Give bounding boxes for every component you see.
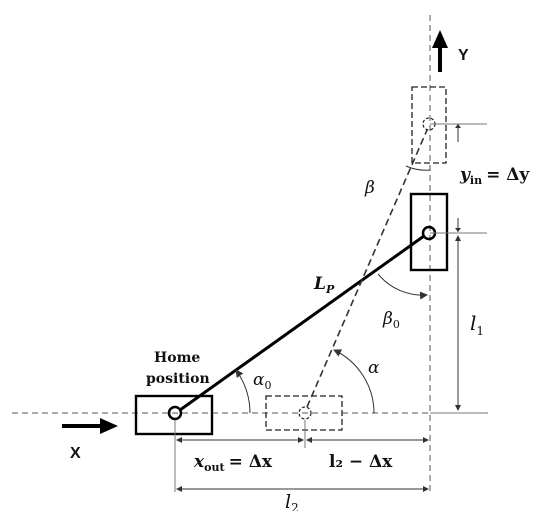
beta0-arc [377,273,428,300]
l1-label: l1 [470,311,484,338]
home-position-label-line1: Home [154,350,200,366]
home-position-label-line2: position [146,371,210,387]
link-lp-solid [179,234,425,412]
beta0-label: β0 [382,309,400,331]
joint-displaced [298,406,312,420]
x-out-label: xout= Δx [193,452,273,474]
link-length-label: LP [313,274,335,296]
x-axis-label: X [70,445,81,462]
x-direction-arrow-icon [62,418,118,434]
slider-current-position [409,192,449,272]
joint-home [167,405,183,421]
alpha-label: α [368,358,380,378]
home-position-block [134,394,214,436]
beta-label: β [364,178,375,198]
y-direction-arrow-icon [432,30,448,72]
l2-minus-dx-label: l₂ − Δx [329,452,393,472]
alpha0-arc [235,369,251,414]
y-in-label: yin= Δy [459,165,530,187]
y-axis-label: Y [458,47,469,64]
alpha-arc [333,349,375,414]
link-dashed [306,129,428,408]
l2-label: l2 [285,491,299,511]
displaced-block [265,395,343,431]
beta-arc [405,165,431,171]
slider-final-position [411,86,447,164]
alpha0-label: α0 [253,370,271,392]
